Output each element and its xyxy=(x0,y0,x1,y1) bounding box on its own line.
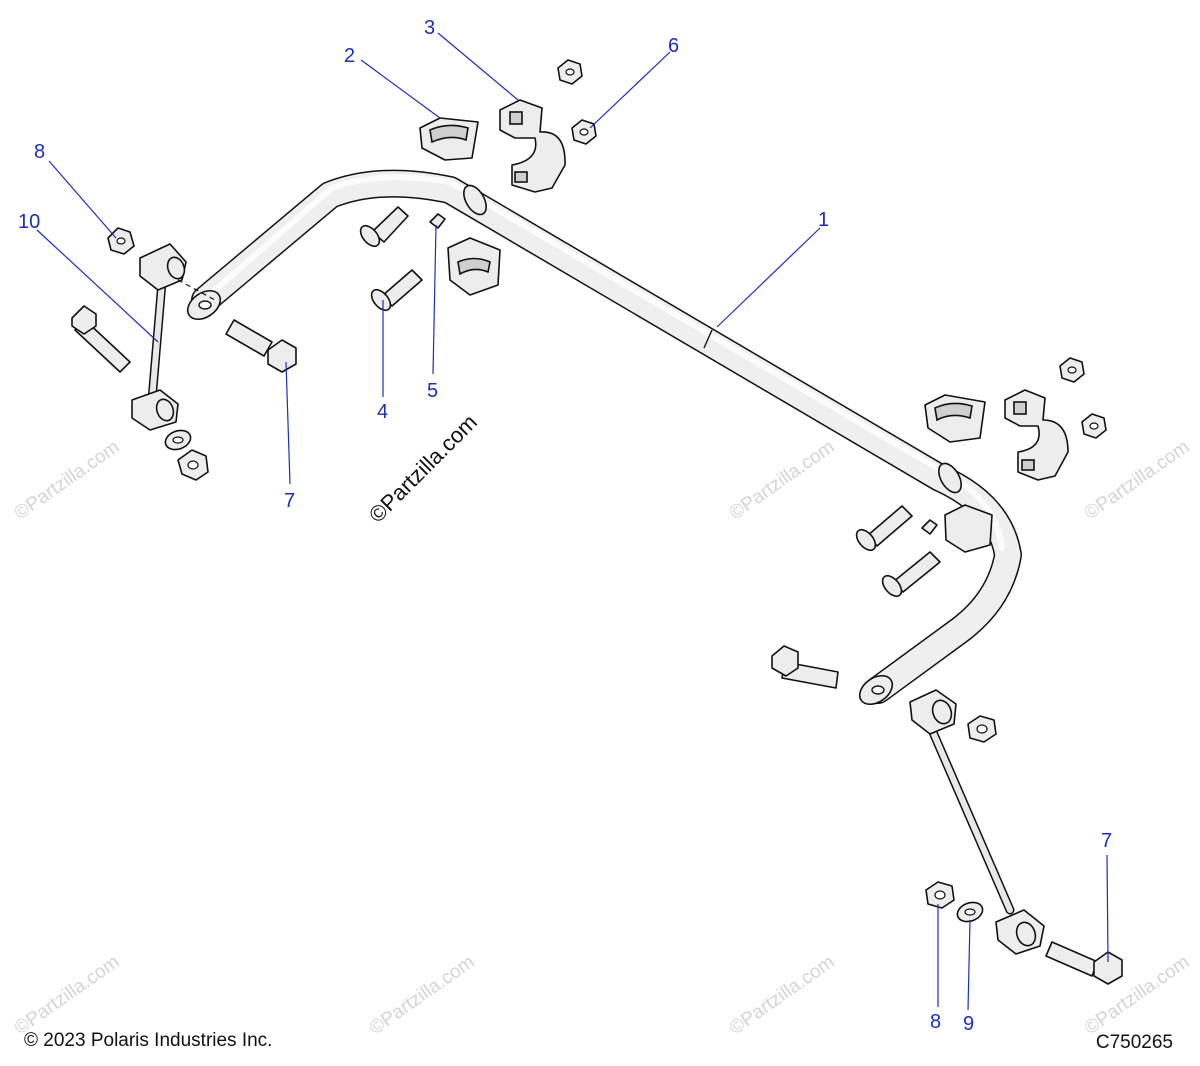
callout-8: 8 xyxy=(34,141,45,163)
nut xyxy=(1081,413,1107,439)
callout-6: 6 xyxy=(668,35,679,57)
callouts: 1 2 3 4 5 6 7 7 8 8 9 10 xyxy=(18,17,1112,1035)
partzilla-watermark: ©Partzilla.com xyxy=(364,409,482,527)
bushing-right-upper xyxy=(924,394,986,443)
callout-8: 8 xyxy=(930,1011,941,1033)
figure-id: C750265 xyxy=(1095,1032,1173,1053)
bolt xyxy=(225,319,297,373)
callout-2: 2 xyxy=(344,45,355,67)
callout-5: 5 xyxy=(427,380,438,402)
callout-7: 7 xyxy=(284,490,295,512)
carriage-bolt xyxy=(855,505,913,552)
grease-fitting xyxy=(429,213,446,229)
nut xyxy=(557,59,583,85)
bushing-lower xyxy=(447,237,501,296)
callout-10: 10 xyxy=(18,211,40,233)
bushing-upper xyxy=(419,117,479,161)
callout-9: 9 xyxy=(963,1013,974,1035)
carriage-bolt xyxy=(881,551,941,598)
assembly-line xyxy=(177,279,216,301)
copyright-notice: © 2023 Polaris Industries Inc. xyxy=(24,1030,273,1051)
nut xyxy=(967,715,997,743)
end-link-right xyxy=(909,689,1045,955)
callout-4: 4 xyxy=(377,401,388,423)
watermark: ©Partzilla.com xyxy=(11,951,124,1039)
bushing-right-lower xyxy=(944,504,993,553)
grease-fitting xyxy=(921,519,938,535)
callout-7: 7 xyxy=(1101,830,1112,852)
watermark: ©Partzilla.com xyxy=(726,951,839,1039)
callout-1: 1 xyxy=(818,209,829,231)
bolt xyxy=(1045,941,1123,985)
nut xyxy=(571,119,597,145)
nut xyxy=(107,227,135,255)
nut xyxy=(177,449,209,481)
nut xyxy=(1059,357,1085,383)
washer xyxy=(956,901,984,923)
end-link-left xyxy=(131,243,187,431)
leader-lines xyxy=(36,32,1109,1011)
clamp-right xyxy=(1004,389,1069,481)
stabilizer-bar xyxy=(186,169,1022,706)
watermark: ©Partzilla.com xyxy=(726,436,839,524)
clamp-upper xyxy=(499,99,566,193)
carriage-bolt xyxy=(370,269,423,312)
watermark: ©Partzilla.com xyxy=(1081,436,1194,524)
callout-3: 3 xyxy=(424,17,435,39)
bolt xyxy=(71,305,131,373)
nut xyxy=(925,881,955,909)
washer xyxy=(164,429,192,451)
watermark: ©Partzilla.com xyxy=(11,436,124,524)
watermark: ©Partzilla.com xyxy=(366,951,479,1039)
bolt xyxy=(771,645,839,689)
carriage-bolt xyxy=(359,206,409,248)
